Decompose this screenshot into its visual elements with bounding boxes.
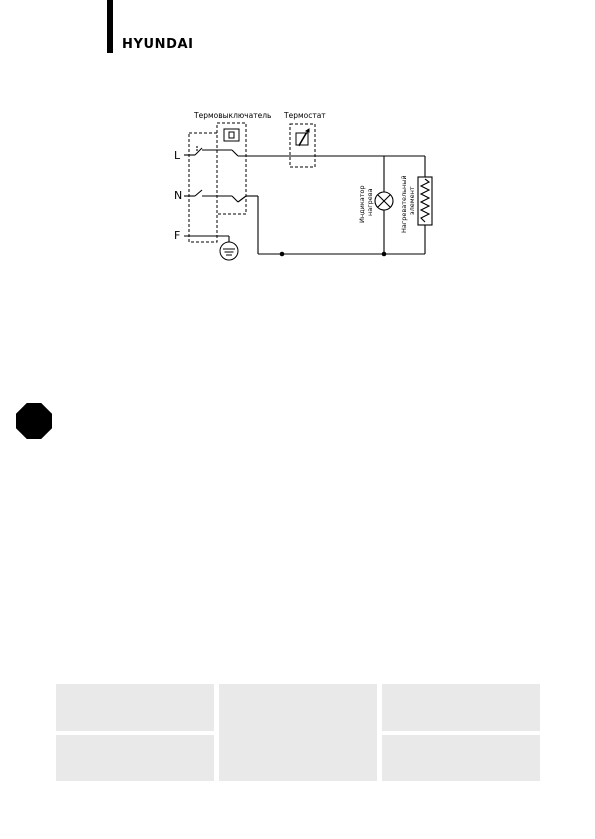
thermal-switch-label: Термовыключатель <box>193 111 271 120</box>
heater-label-line1: Нагревательный <box>400 175 408 233</box>
thermostat-icon <box>295 128 310 147</box>
table-cell <box>56 735 214 781</box>
junction-dot <box>381 251 387 257</box>
thermal-switch-box <box>216 122 247 215</box>
indicator-lamp-icon <box>374 191 394 211</box>
terminal-l-label: L <box>174 149 181 162</box>
brand-bar <box>107 0 113 53</box>
table-cell <box>56 684 214 731</box>
main-switch-box <box>188 132 218 243</box>
table-cell <box>382 735 540 781</box>
thermal-relay-icon <box>223 128 240 142</box>
thermostat-box <box>289 123 316 168</box>
heater-label-line2: элемент <box>408 186 416 215</box>
wiring-diagram-svg: Термовыключатель Термостат L N F <box>174 111 433 261</box>
section-marker-octagon <box>16 403 52 439</box>
wiring-diagram: Термовыключатель Термостат L N F <box>160 100 440 270</box>
indicator-label-line2: нагрева <box>366 188 374 216</box>
thermostat-label: Термостат <box>283 111 326 120</box>
footer-table <box>56 684 540 781</box>
table-cell <box>219 684 377 781</box>
brand-logo: HYUNDAI <box>122 37 194 52</box>
heating-element-icon <box>417 176 433 226</box>
indicator-label-line1: Индикатор <box>358 185 366 223</box>
terminal-f-label: F <box>174 229 180 242</box>
wires <box>184 146 426 255</box>
ground-icon <box>219 241 239 261</box>
terminal-n-label: N <box>174 189 182 202</box>
junction-dot <box>279 251 285 257</box>
table-cell <box>382 684 540 731</box>
